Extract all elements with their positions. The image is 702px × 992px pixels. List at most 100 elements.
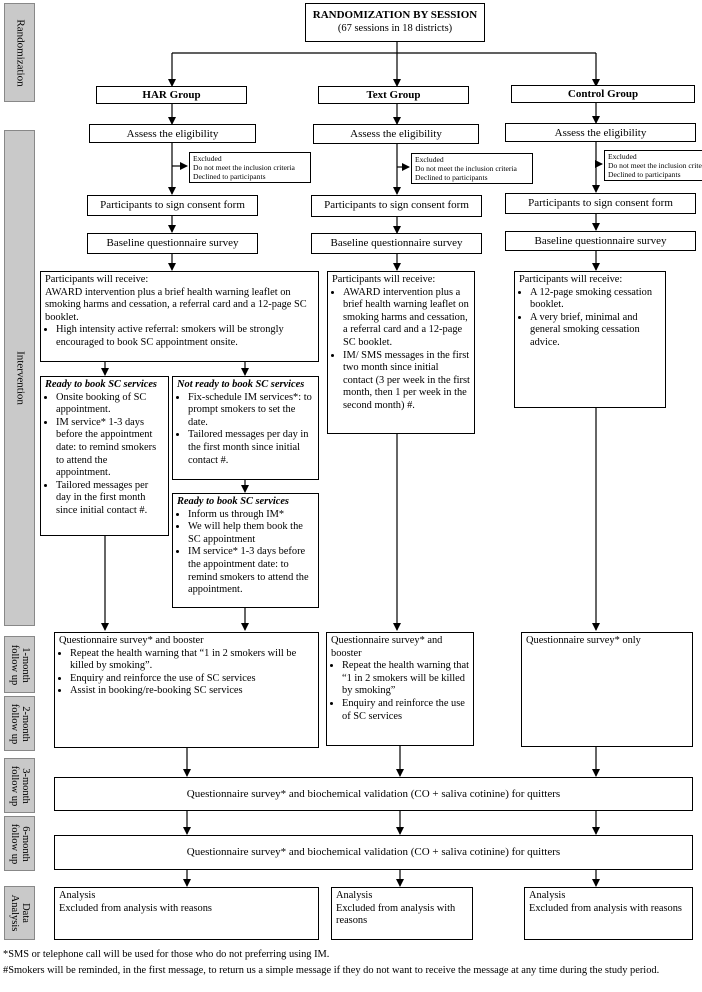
section-label-intervention: Intervention (4, 130, 35, 626)
har-group-label: HAR Group (142, 89, 201, 101)
text-analysis-box: Analysis Excluded from analysis with rea… (331, 887, 473, 940)
har-group-box: HAR Group (96, 86, 247, 104)
text-excluded-box: Excluded Do not meet the inclusion crite… (411, 153, 533, 184)
har-ready-second-bullet: IM service* 1-3 days before the appointm… (188, 546, 314, 596)
text-receive-box: Participants will receive: AWARD interve… (327, 271, 475, 434)
control-excluded-reason-1: Do not meet the inclusion criteria (608, 161, 702, 171)
text-eligibility-box: Assess the eligibility (313, 124, 479, 144)
har-analysis-detail: Excluded from analysis with reasons (59, 902, 212, 914)
section-label-intervention-text: Intervention (14, 351, 26, 405)
text-group-box: Text Group (318, 86, 469, 104)
har-excluded-reason-1: Do not meet the inclusion criteria (193, 163, 295, 173)
har-ready-title: Ready to book SC services (45, 379, 157, 390)
control-followup-box: Questionnaire survey* only (521, 632, 693, 747)
har-analysis-box: Analysis Excluded from analysis with rea… (54, 887, 319, 940)
control-baseline-box: Baseline questionnaire survey (505, 231, 696, 251)
har-ready-box: Ready to book SC services Onsite booking… (40, 376, 169, 536)
har-excluded-title: Excluded (193, 154, 222, 163)
control-eligibility-box: Assess the eligibility (505, 123, 696, 142)
har-receive-box: Participants will receive: AWARD interve… (40, 271, 319, 362)
text-eligibility-label: Assess the eligibility (350, 128, 442, 140)
section-label-6-month-text: 6-month follow up (8, 823, 31, 864)
control-consent-label: Participants to sign consent form (528, 197, 673, 209)
text-followup-heading: Questionnaire survey* and booster (331, 635, 443, 659)
har-not-ready-title: Not ready to book SC services (177, 379, 305, 390)
section-label-data-analysis: Data Analysis (4, 886, 35, 940)
text-group-label: Text Group (366, 89, 421, 101)
control-excluded-title: Excluded (608, 152, 637, 161)
section-label-data-analysis-text: Data Analysis (8, 894, 31, 932)
text-analysis-title: Analysis (336, 890, 373, 901)
randomization-subtitle: (67 sessions in 18 districts) (337, 23, 453, 34)
randomization-title: RANDOMIZATION BY SESSION (312, 9, 478, 21)
footnote-sms: *SMS or telephone call will be used for … (3, 948, 697, 961)
har-followup-bullet: Enquiry and reinforce the use of SC serv… (70, 673, 314, 686)
text-receive-bullet: IM/ SMS messages in the first two month … (343, 350, 470, 413)
text-baseline-label: Baseline questionnaire survey (330, 237, 463, 249)
har-consent-box: Participants to sign consent form (87, 195, 258, 216)
har-ready-second-bullet: We will help them book the SC appointmen… (188, 521, 314, 546)
har-not-ready-bullet: Fix-schedule IM services*: to prompt smo… (188, 392, 314, 430)
har-eligibility-label: Assess the eligibility (126, 128, 219, 140)
har-baseline-label: Baseline questionnaire survey (106, 237, 239, 249)
text-followup-box: Questionnaire survey* and booster Repeat… (326, 632, 474, 746)
text-consent-box: Participants to sign consent form (311, 195, 482, 217)
har-excluded-box: Excluded Do not meet the inclusion crite… (189, 152, 311, 183)
control-receive-bullet: A very brief, minimal and general smokin… (530, 312, 661, 350)
text-excluded-title: Excluded (415, 155, 444, 164)
three-month-followup-label: Questionnaire survey* and biochemical va… (186, 788, 561, 800)
text-excluded-reason-1: Do not meet the inclusion criteria (415, 164, 517, 174)
section-label-6-month: 6-month follow up (4, 816, 35, 871)
har-excluded-reason-2: Declined to participants (193, 172, 266, 182)
text-analysis-detail: Excluded from analysis with reasons (336, 902, 456, 927)
har-receive-bullet: High intensity active referral: smokers … (56, 324, 314, 349)
text-receive-bullet: AWARD intervention plus a brief health w… (343, 287, 470, 350)
har-baseline-box: Baseline questionnaire survey (87, 233, 258, 254)
footnote-sms-text: *SMS or telephone call will be used for … (3, 949, 330, 960)
randomization-box: RANDOMIZATION BY SESSION (67 sessions in… (305, 3, 485, 42)
har-receive-body: AWARD intervention plus a brief health w… (45, 286, 307, 323)
har-ready-second-bullet: Inform us through IM* (188, 509, 314, 522)
har-followup-heading: Questionnaire survey* and booster (59, 635, 204, 646)
footnote-reminder: #Smokers will be reminded, in the first … (3, 964, 697, 977)
har-not-ready-bullet: Tailored messages per day in the first m… (188, 429, 314, 467)
har-receive-heading: Participants will receive: (45, 274, 149, 285)
section-label-2-month-text: 2-month follow up (8, 703, 31, 744)
section-label-2-month: 2-month follow up (4, 696, 35, 751)
control-analysis-title: Analysis (529, 890, 566, 901)
har-ready-bullet: Tailored messages per day in the first m… (56, 480, 164, 518)
control-group-box: Control Group (511, 85, 695, 103)
har-ready-second-box: Ready to book SC services Inform us thro… (172, 493, 319, 608)
har-followup-bullet: Assist in booking/re-booking SC services (70, 685, 314, 698)
footnote-reminder-text: #Smokers will be reminded, in the first … (3, 965, 660, 976)
control-excluded-box: Excluded Do not meet the inclusion crite… (604, 150, 702, 181)
control-receive-box: Participants will receive: A 12-page smo… (514, 271, 666, 408)
har-followup-box: Questionnaire survey* and booster Repeat… (54, 632, 319, 748)
har-not-ready-box: Not ready to book SC services Fix-schedu… (172, 376, 319, 480)
section-label-1-month-text: 1-month follow up (8, 644, 31, 685)
control-receive-heading: Participants will receive: (519, 274, 623, 285)
har-followup-bullet: Repeat the health warning that “1 in 2 s… (70, 648, 314, 673)
control-group-label: Control Group (567, 88, 639, 100)
har-eligibility-box: Assess the eligibility (89, 124, 256, 143)
text-receive-heading: Participants will receive: (332, 274, 436, 285)
control-excluded-reason-2: Declined to participants (608, 170, 681, 180)
har-analysis-title: Analysis (59, 890, 96, 901)
control-followup-heading: Questionnaire survey* only (526, 635, 641, 646)
section-label-3-month: 3-month follow up (4, 758, 35, 813)
control-receive-bullet: A 12-page smoking cessation booklet. (530, 287, 661, 312)
text-followup-bullet: Enquiry and reinforce the use of SC serv… (342, 698, 469, 723)
three-month-followup-box: Questionnaire survey* and biochemical va… (54, 777, 693, 811)
text-consent-label: Participants to sign consent form (324, 199, 469, 211)
section-label-3-month-text: 3-month follow up (8, 765, 31, 806)
har-ready-second-title: Ready to book SC services (177, 496, 289, 507)
text-followup-bullet: Repeat the health warning that “1 in 2 s… (342, 660, 469, 698)
section-label-randomization-text: Randomization (14, 18, 26, 87)
control-analysis-detail: Excluded from analysis with reasons (529, 902, 682, 914)
section-label-1-month: 1-month follow up (4, 636, 35, 693)
har-ready-bullet: Onsite booking of SC appointment. (56, 392, 164, 417)
section-label-randomization: Randomization (4, 3, 35, 102)
control-consent-box: Participants to sign consent form (505, 193, 696, 214)
text-baseline-box: Baseline questionnaire survey (311, 233, 482, 254)
